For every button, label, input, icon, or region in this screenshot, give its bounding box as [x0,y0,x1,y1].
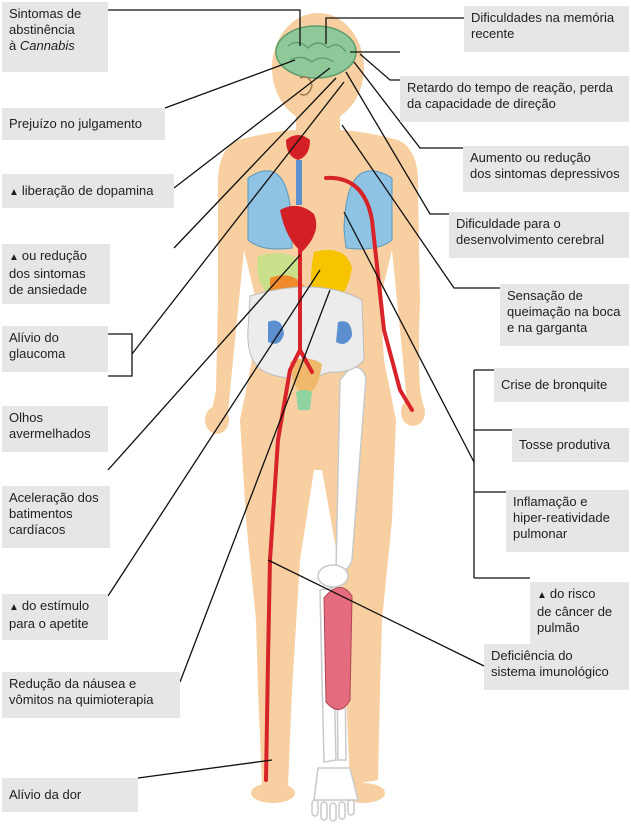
label-anxiety-line1: ▲ou redução [9,248,103,266]
label-pain: Alívio da dor [2,778,138,812]
up-arrow-icon: ▲ [537,590,547,601]
label-immune-line1: Deficiência do [491,648,622,664]
label-nausea-line1: Redução da náusea e [9,676,173,692]
label-cancer: ▲do risco de câncer de pulmão [530,582,629,644]
label-inflammation: Inflamação e hiper-reatividade pulmonar [506,490,629,552]
label-judgment: Prejuízo no julgamento [2,108,165,140]
label-glaucoma: Alívio do glaucoma [2,326,108,372]
label-abstinence-italic: Cannabis [20,38,75,53]
label-heart-rate-line2: batimentos [9,506,103,522]
label-dopamine: ▲liberação de dopamina [2,174,174,208]
label-judgment-text: Prejuízo no julgamento [9,116,142,131]
label-bronchitis-text: Crise de bronquite [501,377,607,392]
label-depression-line2: dos sintomas depressivos [470,166,622,182]
label-abstinence-line3: à Cannabis [9,38,101,54]
leg-muscle [324,587,352,709]
label-immune-line2: sistema imunológico [491,664,622,680]
label-red-eyes-line2: avermelhados [9,426,101,442]
label-appetite: ▲do estímulo para o apetite [2,594,108,640]
label-bronchitis: Crise de bronquite [494,368,629,402]
label-memory: Dificuldades na memória recente [464,6,629,52]
label-inflammation-line2: hiper-reatividade [513,510,622,526]
label-red-eyes-line1: Olhos [9,410,101,426]
label-appetite-text1: do estímulo [22,598,89,613]
label-burning: Sensação de queimação na boca e na garga… [500,284,629,346]
up-arrow-icon: ▲ [9,187,19,198]
label-reaction: Retardo do tempo de reação, perda da cap… [400,76,629,122]
label-glaucoma-line2: glaucoma [9,346,101,362]
label-abstinence-line1: Sintomas de [9,6,101,22]
label-abstinence: Sintomas de abstinência à Cannabis [2,2,108,72]
label-glaucoma-line1: Alívio do [9,330,101,346]
label-inflammation-line3: pulmonar [513,526,622,542]
label-pain-text: Alívio da dor [9,787,81,802]
label-heart-rate-line3: cardíacos [9,522,103,538]
label-memory-line2: recente [471,26,622,42]
label-anxiety-line2: dos sintomas [9,266,103,282]
body-silhouette [205,13,425,803]
up-arrow-icon: ▲ [9,602,19,613]
label-anxiety-text1: ou redução [22,248,87,263]
label-cough: Tosse produtiva [512,428,629,462]
label-reaction-line2: da capacidade de direção [407,96,622,112]
up-arrow-icon: ▲ [9,252,19,263]
label-memory-line1: Dificuldades na memória [471,10,622,26]
label-brain-dev: Dificuldade para o desenvolvimento cereb… [449,212,629,258]
label-appetite-line2: para o apetite [9,616,101,632]
label-heart-rate: Aceleração dos batimentos cardíacos [2,486,110,548]
label-cancer-text1: do risco [550,586,596,601]
label-cough-text: Tosse produtiva [519,437,610,452]
label-brain-dev-line2: desenvolvimento cerebral [456,232,622,248]
label-brain-dev-line1: Dificuldade para o [456,216,622,232]
label-dopamine-text: liberação de dopamina [22,183,154,198]
label-cancer-line3: pulmão [537,620,622,636]
label-appetite-line1: ▲do estímulo [9,598,101,616]
label-immune: Deficiência do sistema imunológico [484,644,629,690]
label-cancer-line2: de câncer de [537,604,622,620]
label-reaction-line1: Retardo do tempo de reação, perda [407,80,622,96]
pelvis-organs [296,390,312,410]
label-inflammation-line1: Inflamação e [513,494,622,510]
label-burning-line3: e na garganta [507,320,622,336]
label-burning-line2: queimação na boca [507,304,622,320]
label-depression-line1: Aumento ou redução [470,150,622,166]
label-red-eyes: Olhos avermelhados [2,406,108,452]
label-cancer-line1: ▲do risco [537,586,622,604]
label-anxiety-line3: de ansiedade [9,282,103,298]
label-nausea-line2: vômitos na quimioterapia [9,692,173,708]
label-anxiety: ▲ou redução dos sintomas de ansiedade [2,244,110,304]
trachea [296,160,302,205]
label-burning-line1: Sensação de [507,288,622,304]
label-nausea: Redução da náusea e vômitos na quimioter… [2,672,180,718]
label-depression: Aumento ou redução dos sintomas depressi… [463,146,629,192]
label-heart-rate-line1: Aceleração dos [9,490,103,506]
label-abstinence-line2: abstinência [9,22,101,38]
label-abstinence-prefix: à [9,38,20,53]
